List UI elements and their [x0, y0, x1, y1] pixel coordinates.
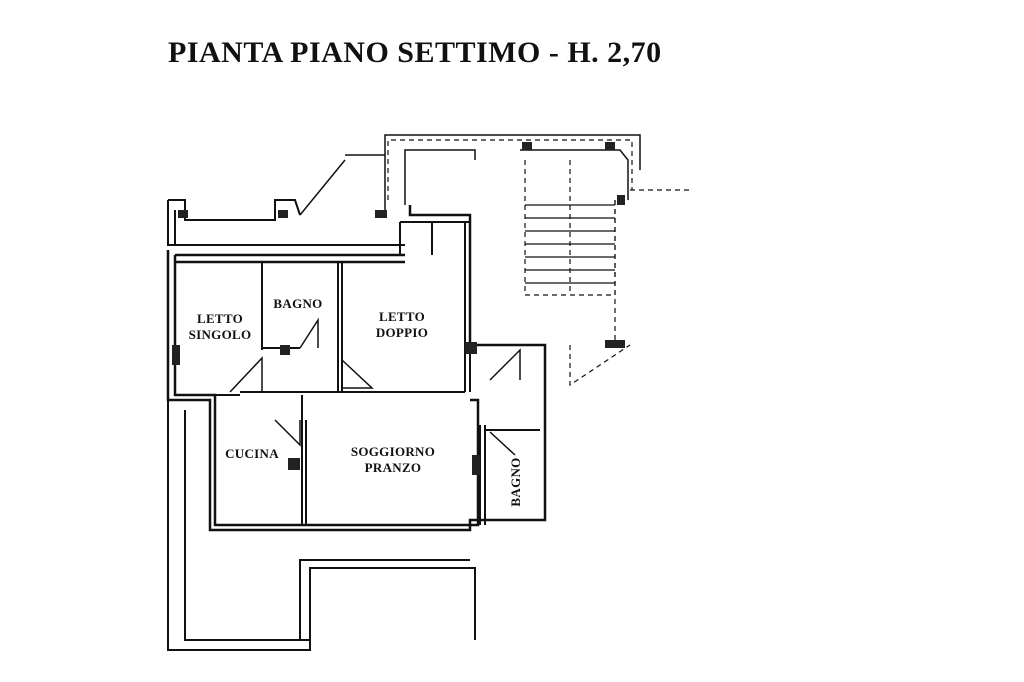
room-letto-singolo-line2: SINGOLO	[189, 327, 252, 342]
upper-balcony	[167, 199, 405, 246]
stairs-dashed	[387, 139, 690, 387]
door-swings	[229, 317, 521, 456]
apartment-walls	[166, 205, 547, 532]
room-letto-doppio-line1: LETTO	[379, 309, 425, 324]
room-bagno-1: BAGNO	[273, 296, 322, 311]
stair-treads	[525, 204, 615, 284]
lower-terrace	[167, 400, 476, 651]
room-cucina: CUCINA	[225, 446, 279, 461]
room-letto-doppio-line2: DOPPIO	[376, 325, 428, 340]
room-soggiorno-line2: PRANZO	[365, 460, 422, 475]
stair-core	[299, 134, 641, 216]
plan-title: PIANTA PIANO SETTIMO - H. 2,70	[168, 36, 662, 69]
wall-marks	[172, 142, 625, 475]
room-bagno-2: BAGNO	[508, 457, 523, 506]
room-soggiorno-line1: SOGGIORNO	[351, 444, 435, 459]
room-letto-singolo-line1: LETTO	[197, 311, 243, 326]
